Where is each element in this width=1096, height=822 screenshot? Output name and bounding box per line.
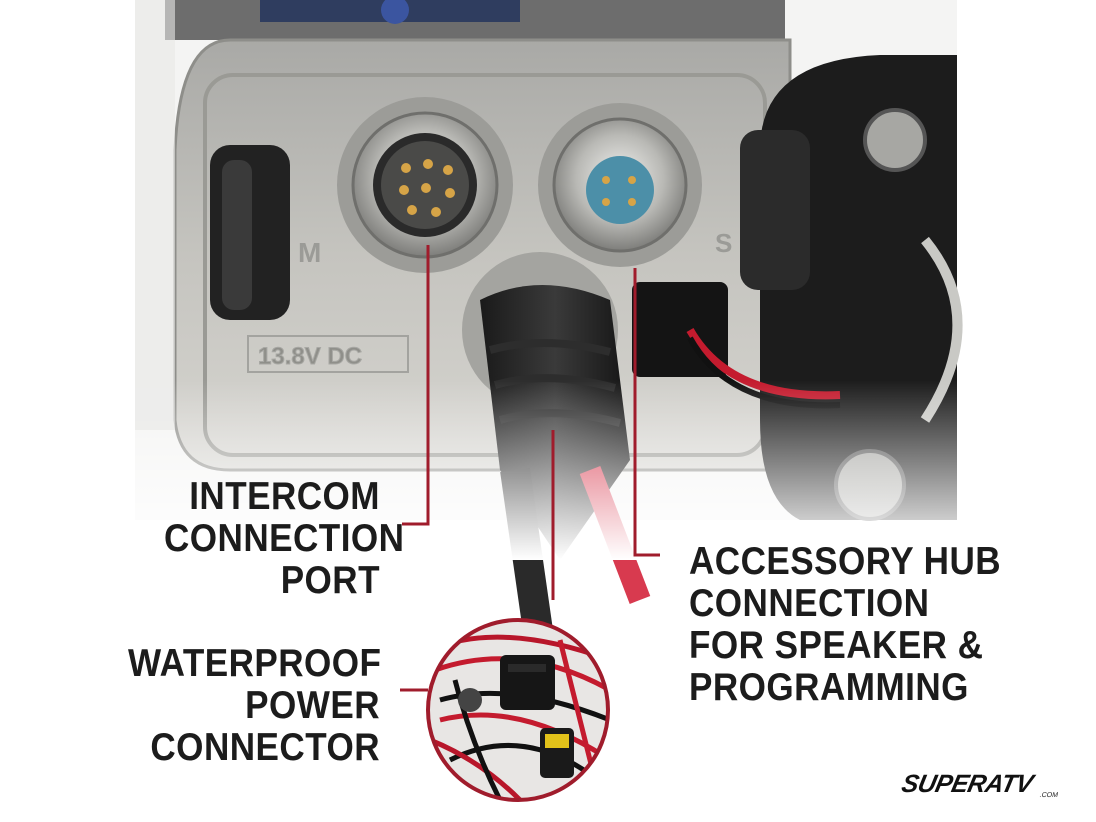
right-bumper	[740, 130, 810, 290]
waterproof-power-label: WATERPROOF POWER CONNECTOR	[128, 642, 382, 769]
accessory-hub-label: ACCESSORY HUB CONNECTION FOR SPEAKER & P…	[689, 540, 1002, 709]
inline-fuse-holder	[500, 655, 555, 710]
logo-text: SUPERATV	[899, 770, 1036, 798]
waterproof-label-line-1: WATERPROOF	[128, 642, 382, 685]
intercom-label-line-3: PORT	[280, 559, 380, 602]
waterproof-label-line-3: CONNECTOR	[150, 726, 380, 769]
right-port-mark: S	[715, 228, 732, 258]
callout-lines	[400, 245, 660, 692]
intercom-pins	[399, 159, 455, 217]
intercom-label-line-1: INTERCOM	[189, 475, 380, 518]
left-bumper-highlight	[222, 160, 252, 310]
left-shadow	[135, 0, 175, 430]
intercom-port-label: INTERCOM CONNECTION PORT	[164, 475, 405, 602]
accessory-pins	[602, 176, 636, 206]
accessory-label-line-1: ACCESSORY HUB	[689, 540, 1002, 583]
accessory-label-line-4: PROGRAMMING	[689, 666, 969, 709]
inset-border	[426, 618, 610, 802]
accessory-label-line-2: CONNECTION	[689, 582, 930, 625]
accessory-label-line-3: FOR SPEAKER &	[689, 624, 984, 667]
radio-badge	[381, 0, 409, 24]
left-port-mark: M	[298, 237, 321, 268]
intercom-callout-line	[402, 245, 430, 526]
superatv-logo: SUPERATV .COM	[899, 770, 1059, 799]
voltage-mark-frame	[247, 335, 409, 373]
harness-inset	[426, 618, 610, 802]
waterproof-label-line-2: POWER	[245, 684, 380, 727]
logo-suffix: .COM	[1038, 792, 1059, 799]
voltage-mark: 13.8V DC	[258, 343, 362, 370]
accessory-callout-line	[633, 268, 660, 557]
top-screw	[863, 108, 927, 172]
accessory-socket	[586, 156, 654, 224]
intercom-label-line-2: CONNECTION	[164, 517, 405, 560]
photo-fade	[135, 380, 957, 560]
